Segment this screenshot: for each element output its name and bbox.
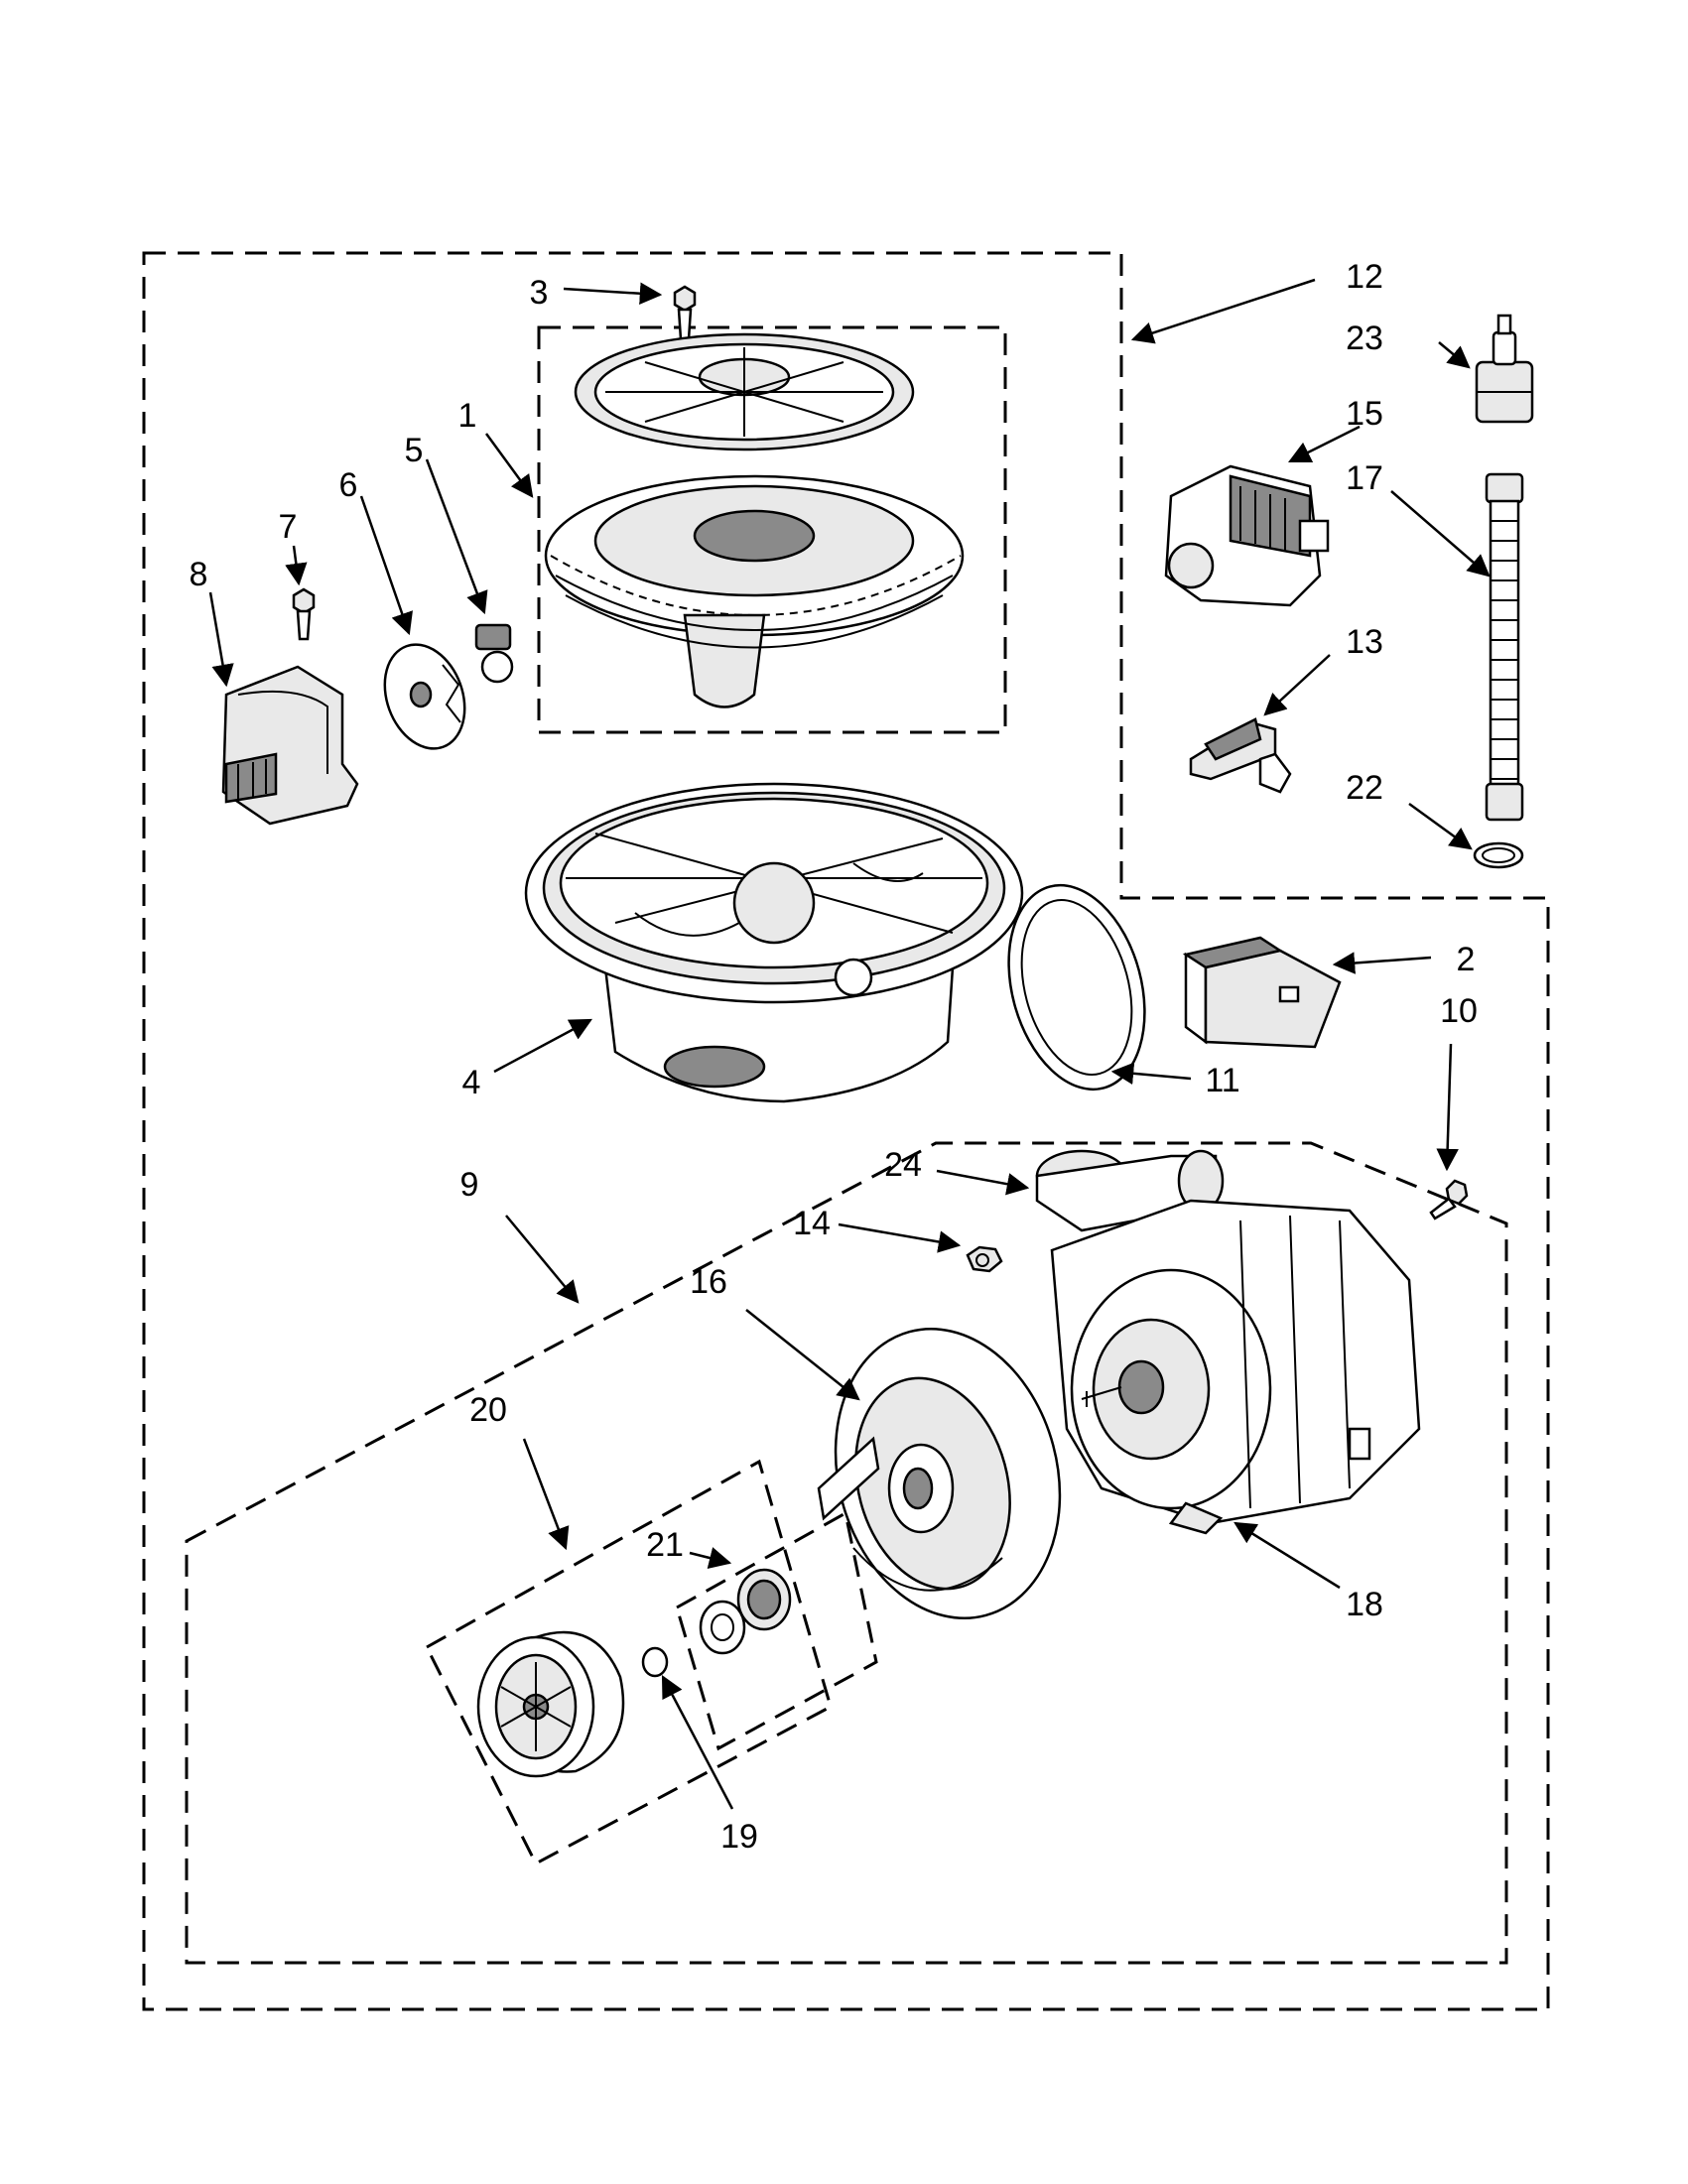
bracket-part-13 (1189, 717, 1292, 794)
callout-1: 1 (458, 397, 477, 435)
impeller-part-20 (476, 1630, 625, 1778)
screw-part-3 (673, 285, 697, 341)
callout-12: 12 (1346, 258, 1383, 296)
float-part-5 (474, 623, 514, 684)
callout-9: 9 (460, 1166, 479, 1204)
callout-16: 16 (690, 1263, 727, 1301)
nut-part-14 (966, 1245, 1003, 1273)
pump-cover-part-16 (817, 1327, 1062, 1620)
callout-2: 2 (1457, 941, 1476, 978)
callout-labels: 3 1 5 6 7 8 12 23 15 17 13 22 2 10 11 4 … (190, 258, 1478, 1856)
callout-7: 7 (279, 508, 298, 546)
callout-24: 24 (884, 1146, 922, 1184)
callout-20: 20 (469, 1391, 507, 1429)
group-outline-impeller (425, 1459, 833, 1866)
callout-19: 19 (720, 1818, 758, 1856)
filter-cover-part-1 (574, 332, 915, 451)
callout-21: 21 (646, 1526, 684, 1564)
callout-15: 15 (1346, 395, 1383, 433)
group-outline-outer (142, 251, 1550, 2011)
sump-part-4 (524, 782, 1024, 1103)
filter-base-part-1 (544, 474, 965, 708)
callout-6: 6 (339, 466, 358, 504)
washer-part-19 (641, 1646, 669, 1678)
callout-17: 17 (1346, 459, 1383, 497)
cover-part-2 (1182, 936, 1342, 1049)
callout-3: 3 (530, 274, 549, 312)
motor-part-18 (1050, 1199, 1421, 1535)
callout-23: 23 (1346, 320, 1383, 357)
diverter-housing-part-8 (221, 665, 359, 826)
group-outline-filter-assembly (537, 325, 1007, 734)
callout-22: 22 (1346, 769, 1383, 807)
screw-part-7 (292, 587, 316, 641)
hose-part-17 (1485, 472, 1524, 822)
callout-13: 13 (1346, 623, 1383, 661)
sensor-part-23 (1475, 314, 1534, 424)
valve-part-15 (1164, 464, 1330, 607)
callout-10: 10 (1440, 992, 1478, 1030)
clamp-part-22 (1473, 841, 1524, 869)
callout-11: 11 (1205, 1062, 1239, 1099)
group-outline-seal-kit (675, 1510, 878, 1751)
callout-14: 14 (793, 1205, 831, 1242)
gasket-part-11 (1007, 883, 1146, 1092)
screw-part-10 (1429, 1179, 1469, 1220)
callout-18: 18 (1346, 1586, 1383, 1623)
group-outline-pump-motor (185, 1141, 1508, 1965)
callout-5: 5 (405, 432, 424, 469)
chopper-part-6 (383, 643, 466, 750)
callout-8: 8 (190, 556, 208, 593)
callout-4: 4 (462, 1064, 481, 1101)
seal-part-21 (699, 1568, 792, 1655)
leader-lines (208, 278, 1491, 1810)
